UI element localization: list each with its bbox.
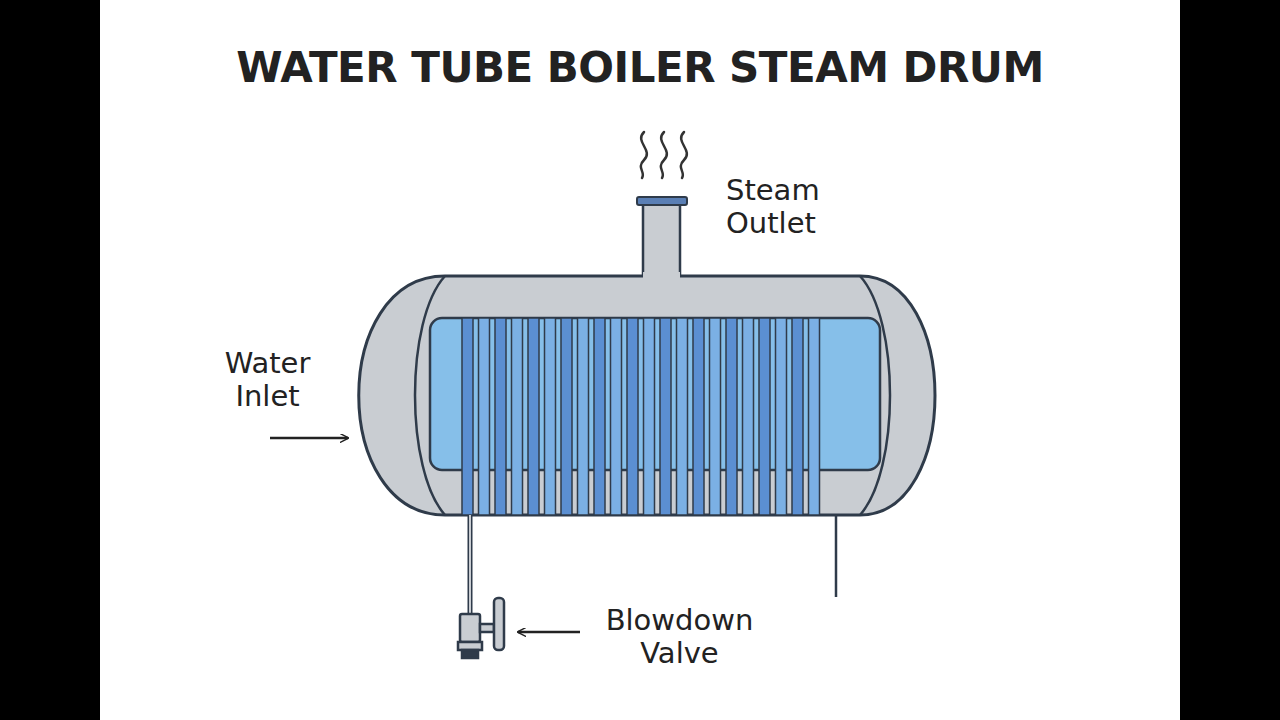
water-tube xyxy=(512,318,523,515)
water-tube xyxy=(495,318,506,515)
water-tube xyxy=(759,318,770,515)
water-tube xyxy=(693,318,704,515)
water-tube xyxy=(594,318,605,515)
steam-pipe xyxy=(643,204,680,280)
page-ground xyxy=(100,0,1180,720)
drain-line xyxy=(835,515,838,597)
drum-shell xyxy=(359,276,935,515)
water-tube xyxy=(677,318,688,515)
water-tube xyxy=(545,318,556,515)
water-tube xyxy=(743,318,754,515)
water-tube xyxy=(726,318,737,515)
blowdown-pipe-core xyxy=(469,515,471,618)
steam-outlet-label: Steam Outlet xyxy=(726,174,856,241)
blowdown-pipe xyxy=(468,515,473,618)
blowdown-valve-label: Blowdown Valve xyxy=(592,604,767,671)
blowdown-valve xyxy=(458,598,504,658)
water-tube xyxy=(792,318,803,515)
water-tube xyxy=(710,318,721,515)
pipe-joint xyxy=(643,272,680,280)
water-tube xyxy=(462,318,473,515)
water-tube xyxy=(660,318,671,515)
water-tube xyxy=(776,318,787,515)
water-tube xyxy=(627,318,638,515)
water-tube xyxy=(528,318,539,515)
water-tube xyxy=(578,318,589,515)
inlet-arrow xyxy=(270,437,348,440)
steam-wisps xyxy=(641,132,687,178)
water-inlet-label: Water Inlet xyxy=(205,347,330,414)
diagram-title: WATER TUBE BOILER STEAM DRUM xyxy=(100,44,1180,92)
water-tube xyxy=(561,318,572,515)
water-tube xyxy=(809,318,820,515)
water-tube xyxy=(644,318,655,515)
tube-bank xyxy=(462,318,820,515)
steam-flange xyxy=(637,197,687,205)
blowdown-arrow xyxy=(518,631,580,634)
water-tube xyxy=(479,318,490,515)
water-tube xyxy=(611,318,622,515)
